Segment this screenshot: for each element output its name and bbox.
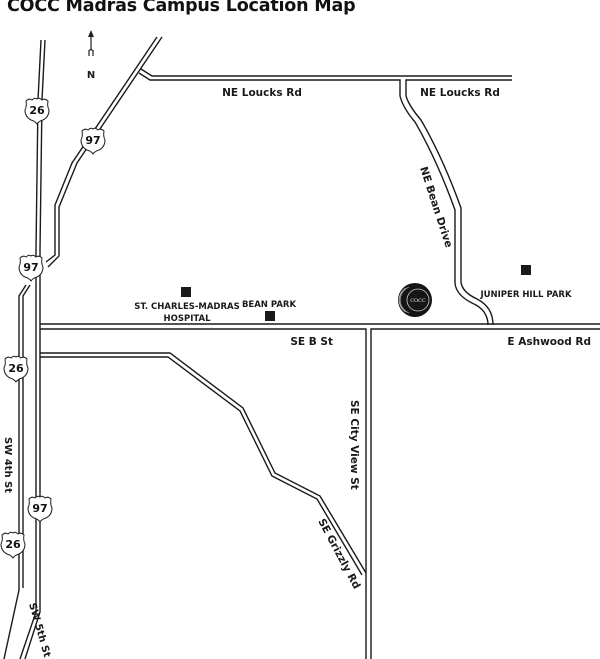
- highway-shield-97-lower: 97: [27, 495, 53, 523]
- svg-text:97: 97: [23, 261, 38, 274]
- map-title: COCC Madras Campus Location Map: [7, 0, 356, 16]
- label-ne-loucks-rd-east: NE Loucks Rd: [420, 87, 500, 99]
- highway-shield-97-upper: 97: [80, 127, 106, 155]
- label-juniper-hill-park: JUNIPER HILL PARK: [479, 290, 572, 300]
- label-sw-4th-st: SW 4th St: [2, 437, 13, 493]
- svg-text:97: 97: [32, 502, 47, 515]
- label-se-city-view-st: SE City View St: [348, 400, 360, 490]
- highway-shield-26-top: 26: [24, 97, 50, 125]
- cocc-logo-text: COCC: [410, 298, 426, 304]
- se-grizzly-rd-road: [40, 352, 367, 576]
- label-hospital-line2: HOSPITAL: [164, 314, 212, 324]
- cocc-campus-logo-icon: COCC: [398, 283, 432, 317]
- juniper-hill-park-marker-icon: [521, 265, 531, 275]
- svg-text:26: 26: [29, 104, 45, 117]
- svg-text:26: 26: [5, 538, 21, 551]
- label-hospital-line1: ST. CHARLES-MADRAS: [134, 302, 240, 312]
- sw-4th-st-road: [3, 284, 31, 659]
- highway-shield-26-lower: 26: [0, 531, 26, 559]
- hospital-marker-icon: [181, 287, 191, 297]
- label-e-ashwood-rd: E Ashwood Rd: [507, 336, 591, 348]
- label-se-b-st: SE B St: [290, 336, 333, 348]
- bean-park-marker-icon: [265, 311, 275, 321]
- ne-loucks-rd-road: [138, 68, 512, 326]
- highway-shield-26-mid: 26: [3, 355, 29, 383]
- label-bean-park: BEAN PARK: [242, 300, 297, 310]
- highway-97-road: [45, 36, 163, 268]
- se-b-st-road: [40, 323, 600, 659]
- svg-text:97: 97: [85, 134, 100, 147]
- highway-shield-97-mid: 97: [18, 254, 44, 282]
- highway-26-road: [19, 39, 46, 659]
- label-ne-loucks-rd-west: NE Loucks Rd: [222, 87, 302, 99]
- compass-label: N: [87, 70, 95, 81]
- north-arrow-icon: N: [87, 30, 95, 81]
- svg-text:26: 26: [8, 362, 24, 375]
